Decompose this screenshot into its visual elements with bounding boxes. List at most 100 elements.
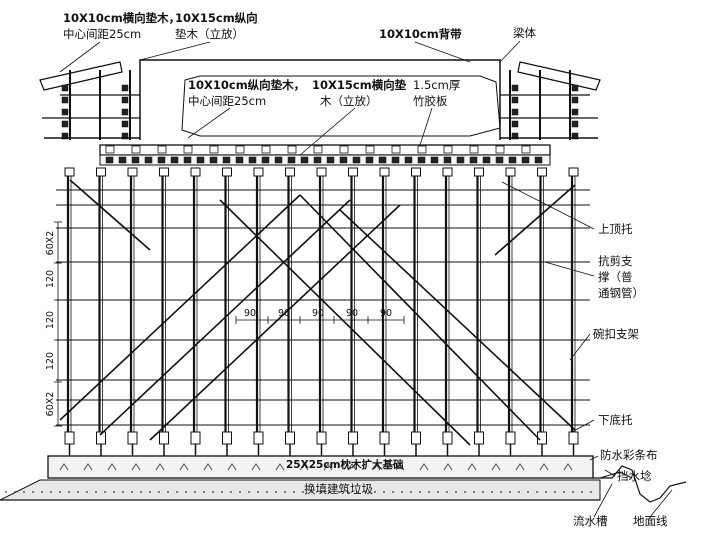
backfill-grain [212, 491, 214, 493]
backfill-grain [383, 491, 385, 493]
backfill-grain [302, 491, 304, 493]
top-jack [96, 167, 106, 177]
backfill-grain [185, 491, 187, 493]
sleeper-base-mark [179, 463, 189, 471]
backfill-grain [455, 491, 457, 493]
bracket-block [511, 108, 519, 116]
bottom-jack [64, 431, 75, 445]
top-jack [190, 167, 201, 177]
dim-vertical-120-a: 120 [45, 270, 56, 288]
bracket-block [121, 120, 129, 128]
backfill-grain [581, 491, 583, 493]
backfill-grain [41, 491, 43, 493]
long-timber-block [313, 145, 323, 154]
shear-brace [219, 199, 471, 446]
backfill-grain [5, 491, 7, 493]
top-jack [537, 167, 547, 177]
cross-timber-block [430, 156, 439, 164]
top-jack [64, 167, 75, 177]
plywood-deck [99, 144, 551, 156]
beam-body-outline [139, 59, 501, 140]
label-cross-timber-top-left-line1: 10X10cm横向垫木， [63, 11, 180, 25]
long-timber-block [131, 145, 141, 154]
backfill-grain [50, 491, 52, 493]
backfill-grain [257, 491, 259, 493]
label-long-timber-inner-line2: 中心间距25cm [188, 94, 266, 108]
cross-timber-block [417, 156, 426, 164]
label-shear-brace-line1: 抗剪支 [598, 254, 633, 268]
backfill-grain [320, 491, 322, 493]
backfill-grain [491, 491, 493, 493]
water-ridge-and-ditch [593, 465, 687, 503]
cross-timber-block [209, 156, 218, 164]
leader-line [571, 419, 595, 433]
backfill-grain [32, 491, 34, 493]
long-timber-block [521, 145, 531, 154]
waterproof-cloth-edge [599, 471, 633, 479]
cross-timber-row [99, 154, 551, 166]
backfill-grain [446, 491, 448, 493]
cross-timber-block [287, 156, 296, 164]
sleeper-base-mark [419, 463, 429, 471]
dim-vertical-120-b: 120 [45, 311, 56, 329]
cross-timber-block [105, 156, 114, 164]
cross-timber-block [313, 156, 322, 164]
backfill-grain [131, 491, 133, 493]
bottom-jack [127, 431, 138, 445]
backfill-grain [14, 491, 16, 493]
scaffold-structure [0, 40, 687, 518]
backfill-grain [401, 491, 403, 493]
top-jack [222, 167, 232, 177]
label-plywood-line2: 竹胶板 [413, 94, 448, 108]
label-ground-line: 地面线 [633, 514, 668, 528]
sleeper-base-mark [83, 463, 93, 471]
backfill-grain [122, 491, 124, 493]
label-plywood-line1: 1.5cm厚 [413, 78, 460, 92]
bracket-block [121, 108, 129, 116]
cross-timber-block [352, 156, 361, 164]
top-jack [348, 167, 358, 177]
backfill-grain [176, 491, 178, 493]
backfill-grain [419, 491, 421, 493]
backfill-grain [356, 491, 358, 493]
top-jack [379, 167, 390, 177]
cross-timber-block [235, 156, 244, 164]
shear-brace [99, 199, 351, 436]
leader-line [569, 333, 591, 361]
backfill-grain [329, 491, 331, 493]
leader-line [414, 41, 471, 63]
backfill-grain [113, 491, 115, 493]
top-jack [411, 167, 421, 177]
long-timber-block [391, 145, 401, 154]
backfill-grain [365, 491, 367, 493]
cross-timber-block [222, 156, 231, 164]
top-jack [505, 167, 516, 177]
label-long-timber-inner-line1: 10X10cm纵向垫木， [188, 78, 305, 92]
leader-line [544, 261, 595, 277]
bottom-jack [159, 431, 169, 445]
cross-timber-block [469, 156, 478, 164]
long-timber-block [495, 145, 505, 154]
dim-horizontal-90-1: 90 [244, 308, 256, 319]
bracket-block [511, 120, 519, 128]
sleeper-base-mark [227, 463, 237, 471]
bracket-block [61, 84, 69, 92]
bottom-jack [568, 431, 579, 445]
cross-timber-block [144, 156, 153, 164]
sleeper-base-mark [467, 463, 477, 471]
sleeper-base-mark [563, 463, 573, 471]
label-water-ridge: 挡水埝 [617, 469, 652, 483]
label-top-support: 上顶托 [598, 222, 633, 236]
label-shear-brace-line2: 撑（普 [598, 270, 633, 284]
sleeper-base-mark [275, 463, 285, 471]
backfill-grain [140, 491, 142, 493]
backfill-grain [59, 491, 61, 493]
cross-timber-block [157, 156, 166, 164]
backfill-grain [248, 491, 250, 493]
dim-horizontal-90-2: 90 [278, 308, 290, 319]
dim-vertical-top: 60X2 [45, 231, 56, 256]
backfill-grain [284, 491, 286, 493]
beam-inner-outline [181, 75, 501, 137]
cross-timber-block [274, 156, 283, 164]
